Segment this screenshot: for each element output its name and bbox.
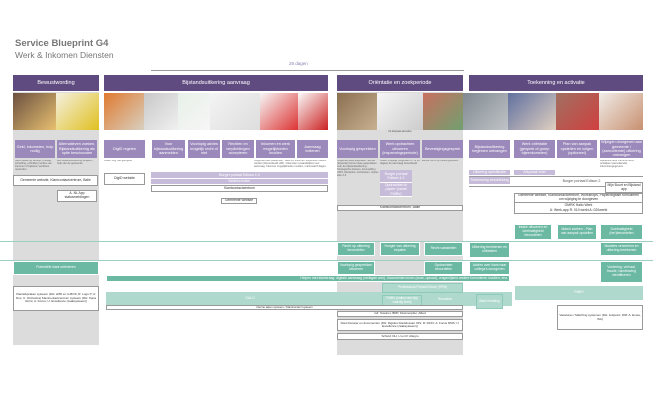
phase-header: Toekenning en activatie — [469, 75, 643, 91]
photo-thumbnail — [178, 93, 210, 130]
phase-header: Oriëntatie en zoekperiode — [337, 75, 463, 91]
system-schuld: Schuld: DH, U en R: Allegro — [337, 333, 463, 340]
channel-box: DigiD website — [104, 173, 145, 185]
step-note: Met bijstandsuitkering bekijken hulp van… — [57, 160, 93, 165]
customer-step: Geld, inkomsten, hulp nodig — [15, 140, 55, 158]
photo-thumbnail — [13, 93, 56, 130]
step-note: Geld (uitkering verloop, ontslag, scheid… — [15, 160, 52, 170]
photo-thumbnail — [463, 93, 508, 130]
backstage-action: Hoogte van uitkering bepalen — [380, 242, 420, 256]
photo-thumbnail — [556, 93, 599, 130]
step-note: Eerste recht op toestingsbesluit — [422, 160, 459, 162]
backstage-action: Voorlopig gesprekken uitvoeren — [337, 261, 375, 275]
backstage-action: Recht vaststellen — [424, 242, 463, 256]
channel-line — [469, 186, 643, 187]
channel-papier: Opdrachten in papier (vanaf FMBV) — [380, 183, 412, 197]
photo-thumbnail — [337, 93, 377, 130]
step-note: Volgende keer afwachten. Werk en inkomen… — [254, 160, 327, 168]
channel-box: Gemeente website, Klantcontactcentrum, W… — [514, 193, 643, 203]
step-note: Volgende twee afspraken. Eerste (lopende… — [337, 160, 379, 177]
system-g4: G4: Suwinet, BRP, Inkomenpiler, Allied — [337, 311, 463, 317]
customer-step: Voorlopig gesprekken — [337, 140, 378, 158]
step-note: Bijstandscheck Parttime werk ontwijken (… — [600, 160, 634, 168]
photo-thumbnail — [599, 93, 643, 130]
photo-thumbnail — [210, 93, 260, 130]
channel-line — [469, 176, 643, 177]
backstage-action: Advies over klant naar collega's doorgev… — [469, 261, 510, 275]
channel-box: A. NL App statusmeldingen — [57, 190, 97, 202]
photo-thumbnail — [423, 93, 463, 130]
backstage-action: Uitkering berekenen en uitbetalen — [469, 242, 510, 258]
system-klant: Klantafspraken systeem (DH: Hi65 en G.BO… — [13, 286, 99, 311]
backstage-action: Match zoeken - Plan van aanpak opstellen — [557, 224, 597, 240]
customer-step: DigiD regelen — [104, 140, 145, 158]
system-batch: Batch betaling — [476, 294, 503, 309]
customer-step: Voor bijstandsuitkering aanmelden — [152, 140, 185, 158]
customer-step: Inkomen en werk mogelijkheden invullen — [256, 140, 295, 158]
customer-step: Voorlopig advies mogelijk recht of niet — [188, 140, 220, 158]
backstage-action: Recht op uitkering beoordelen — [337, 242, 375, 256]
backstage-action: Potentiële klant oriënteren — [13, 261, 99, 275]
customer-step: Werk opdrachten uitvoeren (inspanningspe… — [380, 140, 420, 158]
customer-step: Werk oriëntatie (gesprek of groep bijeen… — [514, 140, 555, 158]
step-note: Indien nog niet geregeld — [104, 160, 132, 162]
title: Service Blueprint G4 — [15, 38, 109, 49]
duration-line — [151, 70, 464, 71]
customer-step: Bijstandsuitkering beginnen ontvangen — [469, 140, 510, 158]
photo-thumbnail — [144, 93, 178, 130]
phase-header: Bijstandsuitkering aanvraag — [104, 75, 328, 91]
subtitle: Werk & Inkomen Diensten — [15, 50, 114, 60]
photo-thumbnail — [104, 93, 144, 130]
system-galo: GALO — [220, 292, 280, 306]
step-note: Indien mogelijk (ongeveer 27 of 28 dagen… — [380, 160, 420, 165]
channel-box: Gemeente website, Klantcontactcentrum, B… — [13, 175, 98, 186]
channel-box: Klantcontactcentrum, Balie — [337, 205, 463, 211]
backstage-helpen-bar: Helpen met klantvraag: digitale aanvraag… — [106, 275, 510, 282]
customer-step: Aanvraag indienen — [297, 140, 328, 158]
channel-box: Gemeente website — [221, 198, 257, 204]
photo-thumbnail — [260, 93, 298, 130]
photo-thumbnail — [56, 93, 99, 130]
channel-box: Klantcontactcentrum — [151, 185, 328, 192]
system-interne: Interne taken systeem / Klantcontact sys… — [106, 305, 463, 310]
customer-step: Plan van aanpak opstellen en volgen (opt… — [557, 140, 597, 158]
backstage-action: Mutaties verwerken en uitkering berekene… — [600, 242, 643, 256]
photo-thumbnail — [508, 93, 556, 130]
channel-box: Mijn Buurt en Bijstand app — [605, 182, 643, 193]
channel-specificatie: Uitkering specificatie — [469, 170, 510, 176]
system-fmbv: FMBV — [515, 286, 643, 300]
channel-balieformulier: Balieformulier — [151, 179, 328, 185]
photo-thumbnail — [377, 93, 423, 130]
channel-portal: Burger portaal Edison 1.0 — [380, 170, 412, 183]
customer-step: Bevestigingsgesprek — [422, 140, 463, 158]
backstage-action: Vordering, verhaal, fraude, handhaving i… — [600, 261, 643, 283]
line-of-visibility — [0, 260, 653, 261]
backstage-action: Opdrachten beoordelen — [424, 261, 463, 275]
channel-beschikking: Toekenning beschikking — [469, 176, 510, 185]
customer-step: Alternatieven zoeken, Bijstandsuitkering… — [57, 140, 97, 158]
channel-portal: Burger portaal Edison 1.0 — [151, 172, 328, 179]
line-of-visibility — [0, 241, 653, 242]
customer-step: Wijzigen doorgeven aan gemeente / (aanvu… — [600, 140, 643, 158]
backstage-action: Intake uitvoeren en doelmatigheid beoord… — [514, 224, 552, 240]
phase-header: Bewustwording — [13, 75, 99, 91]
system-dossier: Klant Dossier en documenten (DH: Digidos… — [337, 319, 463, 331]
system-vpm: Professional Portaal Edison (VPM) — [382, 283, 463, 293]
orientatie-bar: Uit afspraak aanvullen — [388, 130, 412, 134]
channel-afspraak: Afspraak brief — [514, 170, 555, 176]
channel-portal2: Burger portaal Edison 2 — [562, 178, 601, 183]
system-sociale: Socrates — [437, 296, 453, 301]
duration-label: 28 dagen — [289, 61, 308, 66]
backstage-action: Doelmatigheid (her)beoordelen — [600, 224, 643, 240]
photo-thumbnail — [298, 93, 328, 130]
channel-box: U: Werk-app R: 010 werkt A: 020werkt — [514, 208, 643, 214]
system-vacatures: Vacatures / Matching systemen (DH: Jobpo… — [557, 305, 643, 330]
customer-step: Rechten en verplichtingen accepteren — [222, 140, 254, 158]
